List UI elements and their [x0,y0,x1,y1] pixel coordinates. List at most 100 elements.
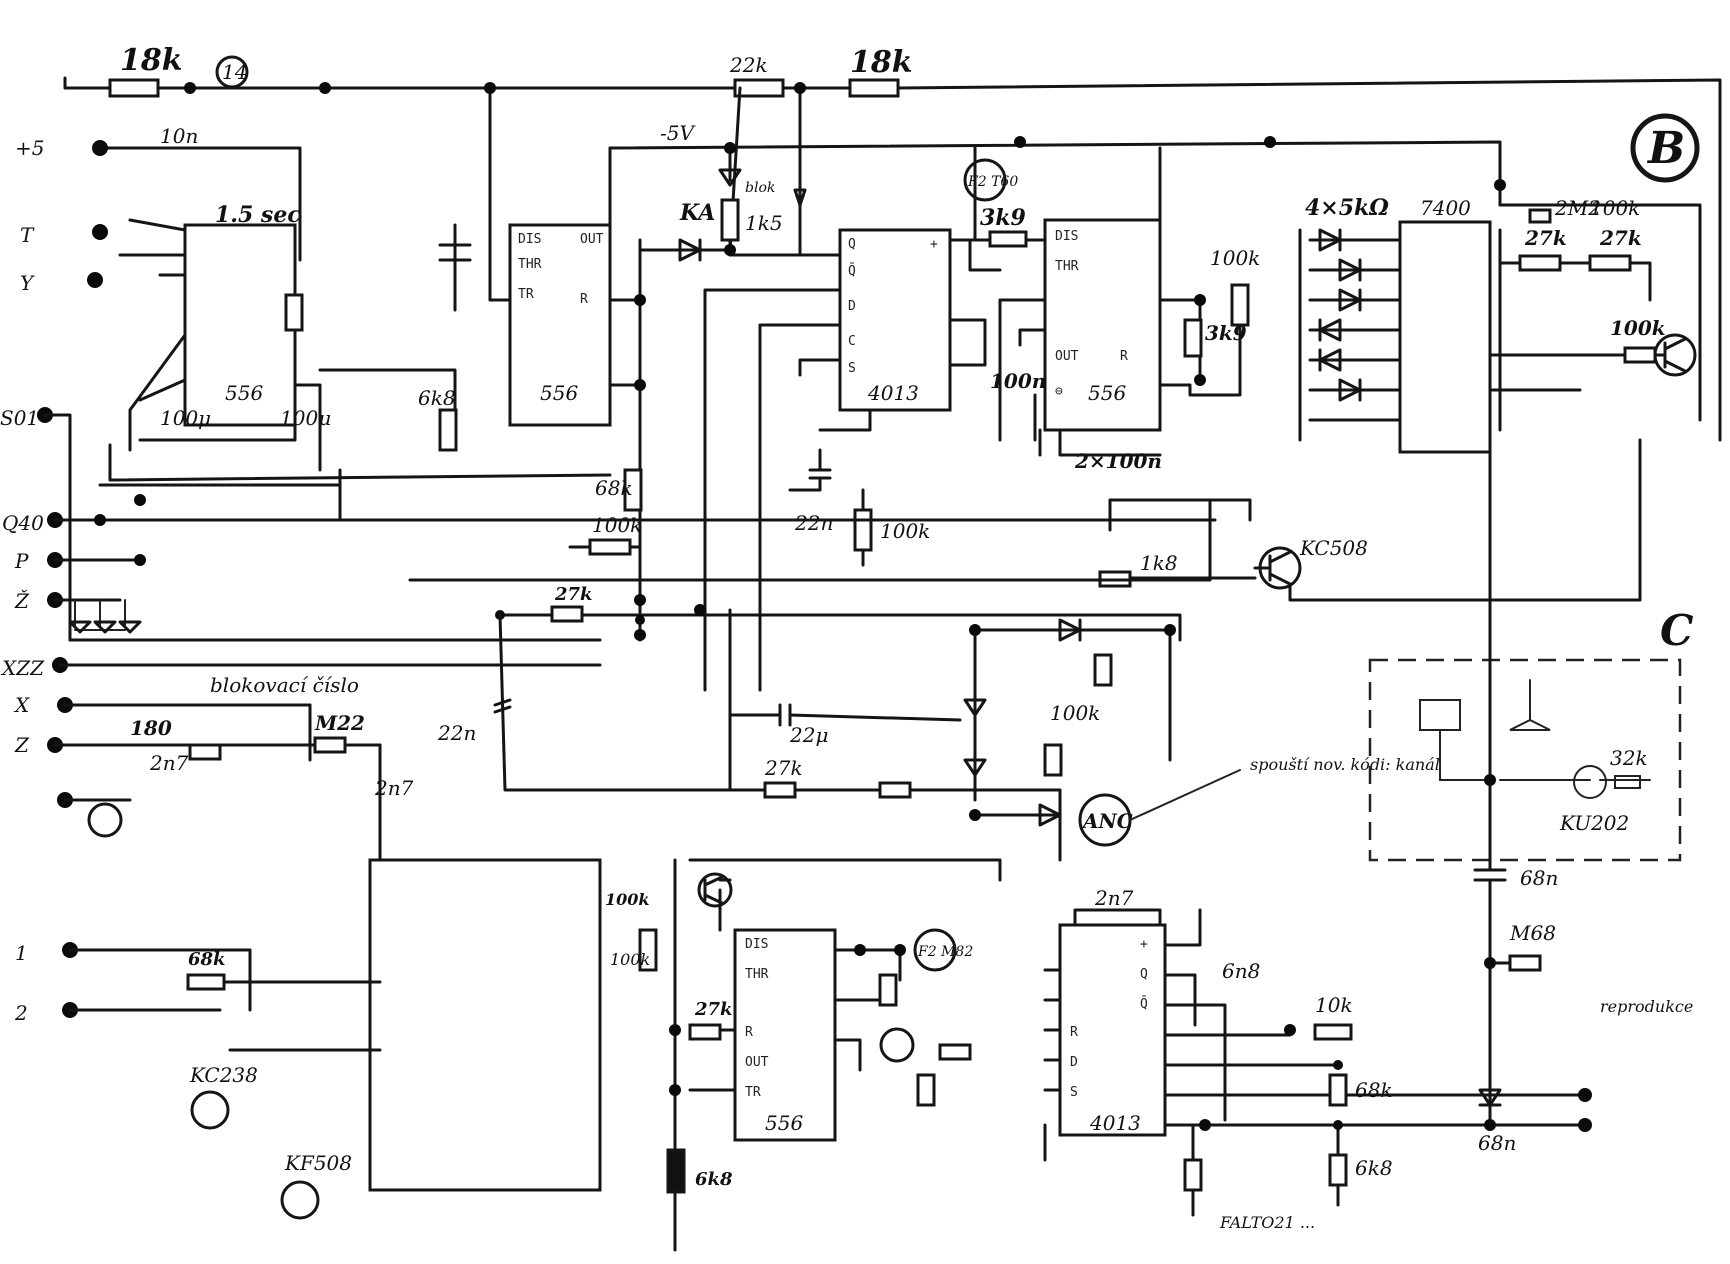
label-r-100k-a: 100k [592,513,642,537]
label-c-22n-b: 22n [437,721,476,745]
resistor-27k-d [763,781,797,799]
diode-ka-group [638,86,842,262]
ic-4-pin-gnd: ⊖ [1055,384,1063,399]
note-bottom: FALTO21 ... [1219,1213,1315,1232]
resistor-3k9 [988,230,1028,248]
label-r-27k-a: 27k [1524,226,1567,250]
resistor-100k-e [1623,346,1657,364]
ic-6-pin-out: OUT [745,1055,769,1070]
ic-6-pin-trig: TR [745,1085,761,1100]
resistor-18k-top2 [848,78,900,98]
resistor-100k-ic6 [638,928,658,972]
note-reproduction: reprodukce [1600,997,1693,1016]
label-r-1k5: 1k5 [745,211,783,235]
resistor-68k-d [186,973,226,991]
ic-3-pin-qbar: Q̄ [848,264,856,279]
resistor-27k-a [1518,254,1562,272]
resistor-m68 [1508,954,1542,972]
label-r-4x5k: 4×5kΩ [1305,195,1389,221]
section-mark-b-circle [1630,113,1700,183]
ic-3-name: 4013 [867,381,919,405]
label-r-68k-d: 68k [188,949,226,970]
ic-4-pin-out: OUT [1055,349,1079,364]
badge-f2-bottom: F2 M82 [917,944,973,960]
badge-anc: ANC [1081,809,1133,833]
label-r-32k: 32k [1610,746,1648,770]
resistor-180 [188,743,222,761]
ic-3-pin-plus: + [930,237,938,252]
label-c-100u-b: 100μ [280,406,331,430]
terminal-label-x: X [13,693,30,717]
label-c-68n-b: 68n [1478,1131,1516,1155]
label-r-100k-ic6-top: 100k [605,890,649,909]
label-r-18k-top: 18k [120,43,183,78]
ic-2-pin-trig: TR [518,287,534,302]
top-rail [63,76,1722,442]
section-c-box [1368,658,1682,862]
terminal-label-z-caron: Ž [14,589,30,613]
label-c-100n: 100n [990,369,1046,393]
ic-2-pin-reset: R [580,292,588,307]
label-r-27k-c: 27k [554,584,593,605]
ic-6-pin-reset: R [745,1025,753,1040]
resistor-68k-a [623,468,643,512]
label-c-2m2: 2M2 [1554,196,1601,220]
ic-6 [673,858,1002,1252]
resistor-2m2 [1528,208,1552,224]
ic-2-pin-dis: DIS [518,232,541,247]
marker-circle-14 [215,55,249,89]
ic-3-pin-c: C [848,334,856,349]
label-r-68k-a: 68k [595,476,633,500]
label-c-6n8: 6n8 [1222,959,1260,983]
label-c-2n7-c: 2n7 [374,776,414,800]
label-r-m22: M22 [314,711,365,735]
terminal-label-z: Z [14,733,30,757]
resistor-100k-ic6-b [938,1043,972,1061]
resistor-27k-c [550,605,584,623]
resistor-27k-b [1588,254,1632,272]
ic-6-pin-dis: DIS [745,937,768,952]
terminal-label-q40: Q40 [2,511,44,535]
label-r-100k-b: 100k [880,519,930,543]
resistor-10k [1313,1023,1353,1041]
label-c-2n7-b: 2n7 [149,751,189,775]
transistor-kc-left [87,802,123,838]
ic-7-pin-s: S [1070,1085,1078,1100]
label-r-68k-c: 68k [1355,1078,1393,1102]
junction-dots [94,82,1592,1132]
label-r-100k-d: 100k [1590,196,1640,220]
label-t-kc508: KC508 [1299,536,1368,560]
label-r-27k-ic6: 27k [694,999,733,1020]
ic-4-pin-thr: THR [1055,259,1079,274]
label-t-kc238: KC238 [189,1063,258,1087]
ic-2-pin-thr: THR [518,257,542,272]
badge-f2-bottom-circle [913,928,957,972]
resistor-100k-h [1043,743,1063,777]
label-r-27k-d: 27k [764,756,803,780]
ic-4-pin-dis: DIS [1055,229,1078,244]
terminal-label-1: 1 [15,941,28,965]
note-timer-label: 1.5 sec [215,202,301,228]
ic-7-pin-d: D [1070,1055,1078,1070]
label-r-100k-e: 100k [1610,316,1666,340]
resistor-m22 [313,736,347,754]
resistor-27k-ic6 [688,1023,722,1041]
terminal-label-s01: S01 [0,406,39,430]
label-d-blok: blok [745,180,775,196]
ic-7-pin-plus: + [1140,937,1148,952]
label-supply-minus5: -5V [660,121,696,145]
ic-6-pin-thr: THR [745,967,769,982]
transistor-kf508-left [280,1180,320,1220]
ic-1-name: 556 [225,381,263,405]
ic-3-pin-q: Q [848,237,856,252]
label-r-1k8: 1k8 [1140,551,1178,575]
resistor-22k-top [733,78,785,98]
resistor-68k-c [1328,1073,1348,1107]
ic-2 [438,86,642,622]
resistor-100k-a [588,538,632,556]
ic-7-pin-reset: R [1070,1025,1078,1040]
resistor-400k [1183,1158,1203,1192]
label-r-m68: M68 [1509,921,1556,945]
transistor-section-c [1573,765,1607,799]
